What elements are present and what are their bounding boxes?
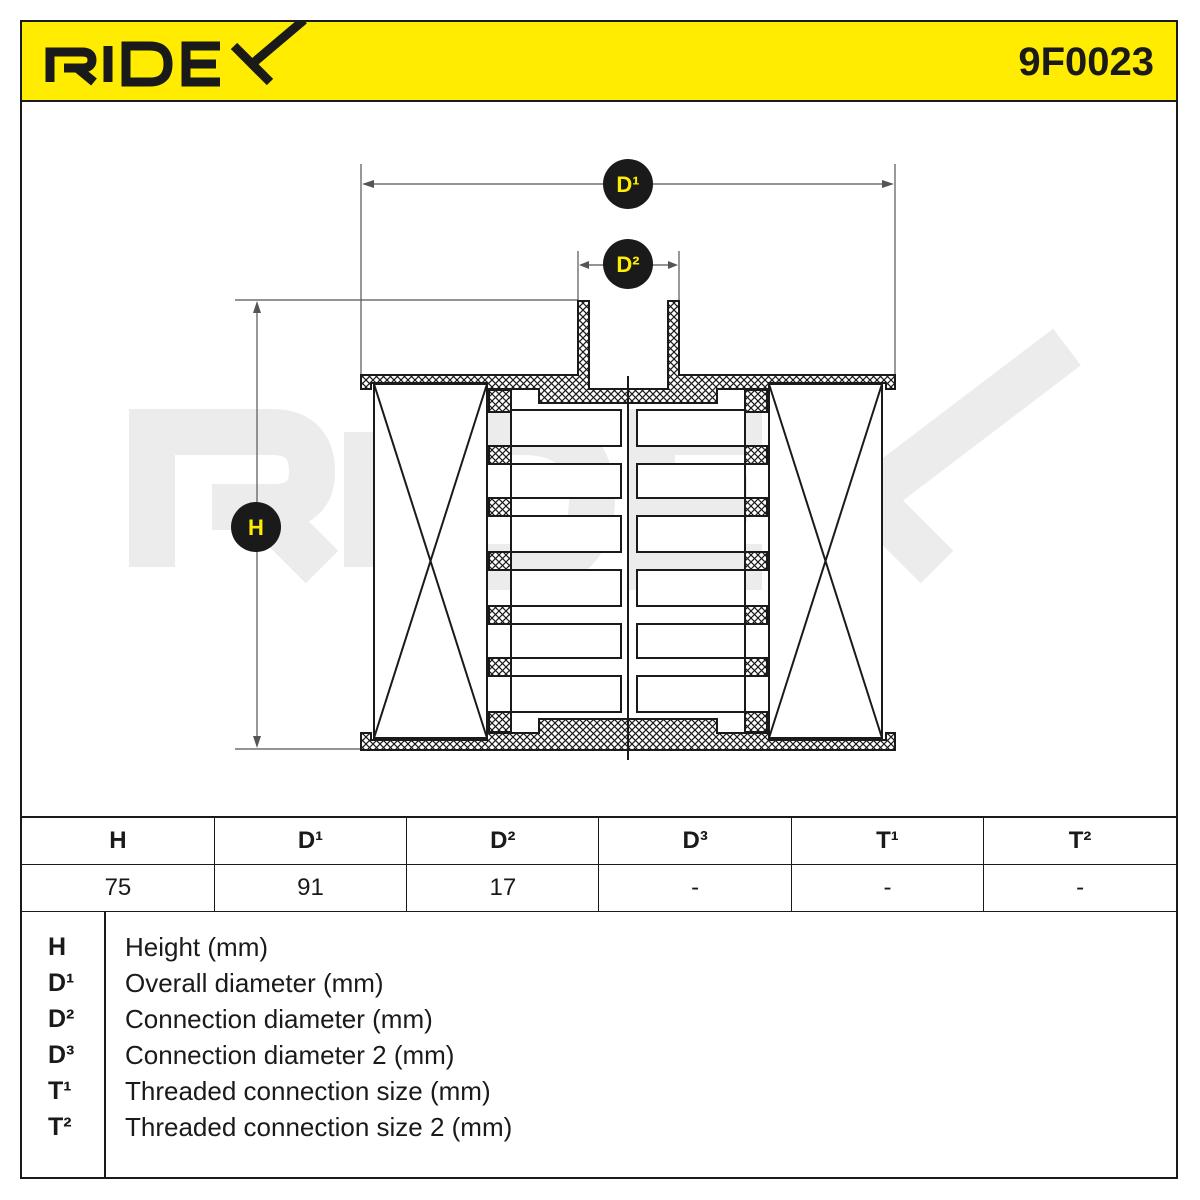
legend: H Height (mm) D¹ Overall diameter (mm) D… (22, 912, 1176, 1179)
legend-row-d3: D³ Connection diameter 2 (mm) (22, 1037, 1176, 1073)
legend-row-t2: T² Threaded connection size 2 (mm) (22, 1109, 1176, 1145)
legend-key: D¹ (48, 969, 75, 997)
specs-header-t2: T² (983, 816, 1176, 865)
legend-row-d2: D² Connection diameter (mm) (22, 1001, 1176, 1037)
datasheet-frame: 9F0023 (20, 16, 1178, 1179)
brand-logo (42, 16, 322, 107)
legend-text: Height (mm) (125, 932, 269, 962)
d1-dimension-badge: D¹ (603, 159, 653, 209)
header-bar: 9F0023 (22, 16, 1176, 102)
svg-text:D²: D² (616, 252, 639, 277)
legend-row-d1: D¹ Overall diameter (mm) (22, 965, 1176, 1001)
legend-text: Connection diameter 2 (mm) (125, 1040, 455, 1070)
legend-text: Threaded connection size (mm) (125, 1076, 491, 1106)
legend-key: H (48, 933, 67, 961)
h-dimension-badge: H (231, 502, 281, 552)
specs-value-d3: - (598, 863, 792, 912)
part-number: 9F0023 (1018, 40, 1154, 84)
filter-cross-section (360, 300, 896, 760)
legend-text: Connection diameter (mm) (125, 1004, 433, 1034)
specs-header-d2: D² (406, 816, 600, 865)
legend-row-h: H Height (mm) (22, 929, 1176, 965)
technical-drawing: D¹ D² H (22, 102, 1176, 816)
specs-value-t1: - (790, 863, 985, 912)
specs-value-d2: 17 (406, 863, 600, 912)
legend-key: T² (48, 1113, 72, 1141)
legend-divider (104, 912, 106, 1179)
legend-key: D² (48, 1005, 75, 1033)
specs-value-t2: - (983, 863, 1176, 912)
svg-text:H: H (248, 515, 264, 540)
specs-header-d1: D¹ (213, 816, 408, 865)
specs-header-t1: T¹ (790, 816, 985, 865)
specs-value-row: 75 91 17 - - - (22, 863, 1176, 912)
specs-header-h: H (22, 816, 215, 865)
legend-text: Overall diameter (mm) (125, 968, 384, 998)
specs-value-h: 75 (22, 863, 215, 912)
legend-row-t1: T¹ Threaded connection size (mm) (22, 1073, 1176, 1109)
specs-value-d1: 91 (213, 863, 408, 912)
d2-dimension-badge: D² (603, 239, 653, 289)
legend-text: Threaded connection size 2 (mm) (125, 1112, 513, 1142)
legend-key: T¹ (48, 1077, 72, 1105)
specs-header-row: H D¹ D² D³ T¹ T² (22, 816, 1176, 865)
svg-text:D¹: D¹ (616, 172, 639, 197)
legend-key: D³ (48, 1041, 75, 1069)
specs-table: H D¹ D² D³ T¹ T² 75 91 17 - - - (22, 816, 1176, 912)
specs-header-d3: D³ (598, 816, 792, 865)
